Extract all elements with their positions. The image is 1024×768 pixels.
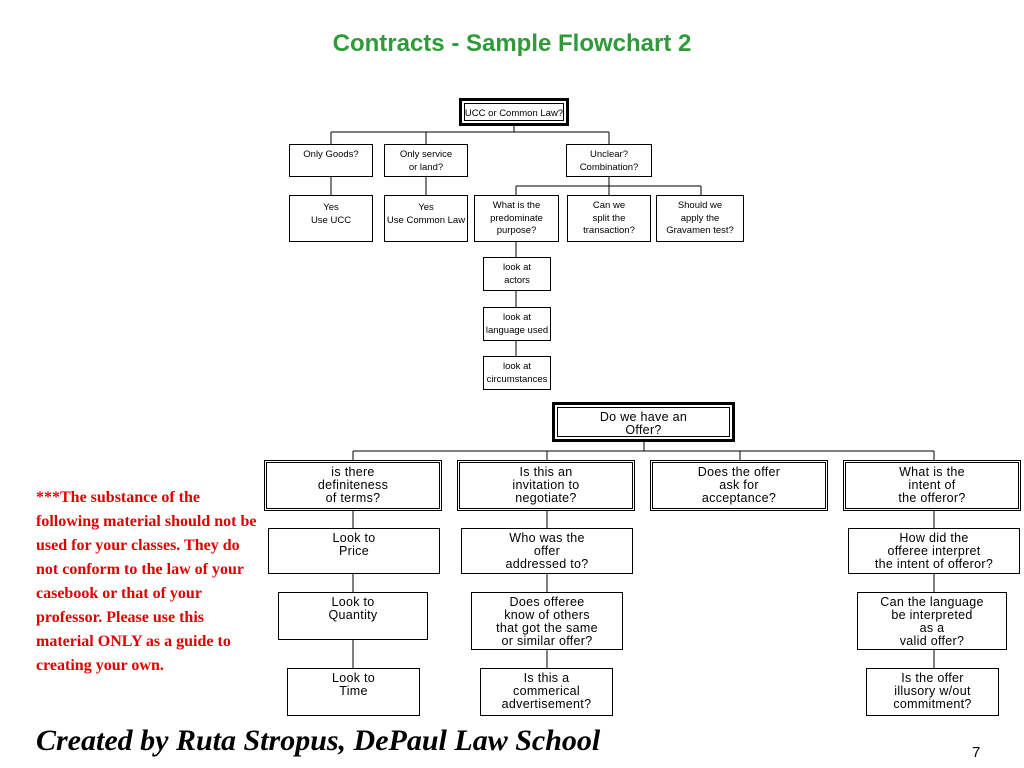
commercial-ad-box: Is this a commerical advertisement? xyxy=(480,668,613,716)
predominate-purpose-box: What is the predominate purpose? xyxy=(474,195,559,242)
footer-credit: Created by Ruta Stropus, DePaul Law Scho… xyxy=(36,724,601,757)
look-to-time-box: Look to Time xyxy=(287,668,420,716)
invitation-box: Is this an invitation to negotiate? xyxy=(457,460,635,511)
look-at-actors-box: look at actors xyxy=(483,257,551,291)
yes-use-ucc-box: Yes Use UCC xyxy=(289,195,373,242)
only-goods-box: Only Goods? xyxy=(289,144,373,177)
split-transaction-box: Can we split the transaction? xyxy=(567,195,651,242)
addressed-to-box: Who was the offer addressed to? xyxy=(461,528,633,574)
look-at-circumstances-box: look at circumstances xyxy=(483,356,551,390)
definiteness-box: is there definiteness of terms? xyxy=(264,460,442,511)
offeree-interpret-box: How did the offeree interpret the intent… xyxy=(848,528,1020,574)
disclaimer-text: ***The substance of the following materi… xyxy=(36,489,257,674)
only-service-box: Only service or land? xyxy=(384,144,468,177)
know-others-box: Does offeree know of others that got the… xyxy=(471,592,623,650)
look-to-quantity-box: Look to Quantity xyxy=(278,592,428,640)
yes-use-common-law-box: Yes Use Common Law xyxy=(384,195,468,242)
gravamen-test-box: Should we apply the Gravamen test? xyxy=(656,195,744,242)
ask-acceptance-box: Does the offer ask for acceptance? xyxy=(650,460,828,511)
valid-offer-box: Can the language be interpreted as a val… xyxy=(857,592,1007,650)
offer-root-box: Do we have an Offer? xyxy=(552,402,735,442)
ucc-or-common-law-box: UCC or Common Law? xyxy=(459,98,569,126)
intent-offeror-box: What is the intent of the offeror? xyxy=(843,460,1021,511)
unclear-combination-box: Unclear? Combination? xyxy=(566,144,652,177)
illusory-box: Is the offer illusory w/out commitment? xyxy=(866,668,999,716)
page-number: 7 xyxy=(972,744,981,761)
look-to-price-box: Look to Price xyxy=(268,528,440,574)
page-title: Contracts - Sample Flowchart 2 xyxy=(332,30,692,57)
look-at-language-box: look at language used xyxy=(483,307,551,341)
